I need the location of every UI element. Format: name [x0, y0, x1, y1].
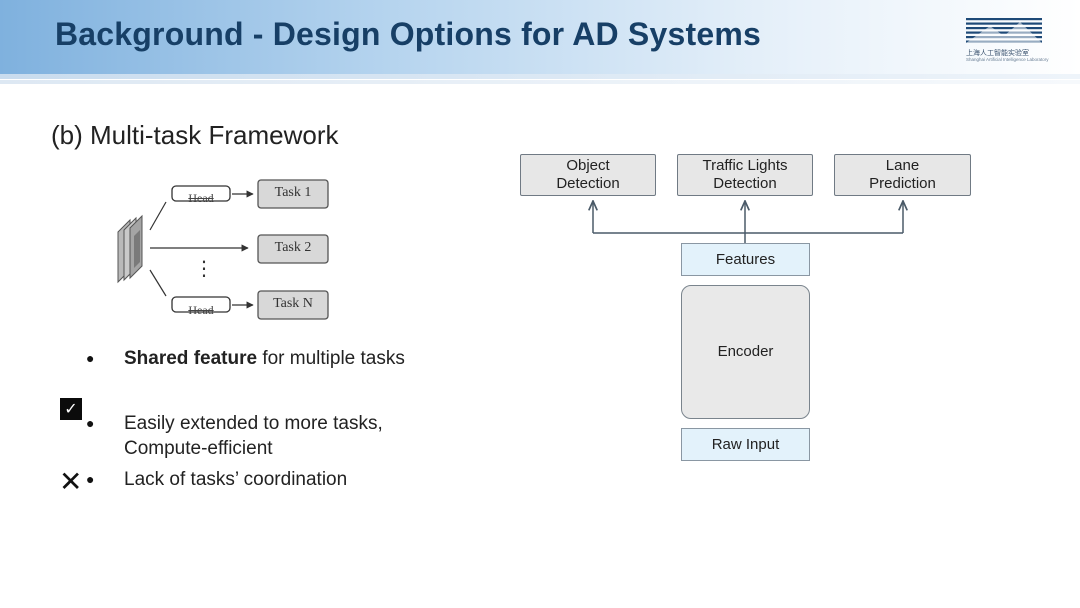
ellipsis-vertical: ⋮ [194, 256, 214, 280]
output-label-line2: Detection [713, 175, 777, 192]
bullet-pro-line1: Easily extended to more tasks, [124, 413, 383, 434]
raw-input-label: Raw Input [711, 435, 780, 453]
cross-icon: ✕ [59, 465, 83, 498]
output-label-line1: Traffic Lights [702, 157, 788, 174]
head-label-top: Head [188, 191, 214, 205]
lab-logo [966, 18, 1042, 43]
header-divider [0, 74, 1080, 79]
output-label-line2: Detection [556, 175, 620, 192]
check-icon: ✓ [60, 398, 82, 420]
bullet-bold-text: Shared feature [124, 348, 258, 369]
multitask-illustration [117, 179, 329, 320]
features-box: Features [681, 243, 810, 276]
bullet-rest-text: for multiple tasks [257, 348, 405, 369]
bullet-dot: ● [86, 415, 95, 431]
feature-block-icon [117, 214, 143, 284]
task-label-n: Task N [273, 296, 313, 311]
output-label-line2: Prediction [869, 175, 936, 192]
raw-input-box: Raw Input [681, 428, 810, 461]
bullet-con: Lack of tasks’ coordination [124, 469, 348, 490]
task-label-1: Task 1 [274, 185, 312, 200]
head-label-bottom: Head [188, 303, 214, 317]
bullet-shared-feature: Shared feature for multiple tasks [124, 348, 405, 370]
encoder-box: Encoder [681, 285, 810, 419]
logo-text-chinese: 上海人工智能实验室 [966, 50, 1029, 57]
slide-title: Background - Design Options for AD Syste… [55, 16, 761, 52]
task-label-2: Task 2 [274, 240, 312, 255]
header-banner [0, 0, 1080, 74]
encoder-label: Encoder [717, 343, 774, 360]
output-label-line1: Lane [885, 157, 920, 174]
output-label-line1: Object [566, 157, 610, 174]
bullet-pro-line2: Compute-efficient [124, 438, 273, 459]
features-label: Features [715, 250, 776, 268]
logo-text-english: Shanghai Artificial Intelligence Laborat… [966, 57, 1049, 62]
header-divider-secondary [0, 80, 1080, 84]
bullet-dot: ● [86, 350, 95, 366]
bullet-dot: ● [86, 471, 95, 487]
section-subtitle: (b) Multi-task Framework [51, 120, 339, 150]
